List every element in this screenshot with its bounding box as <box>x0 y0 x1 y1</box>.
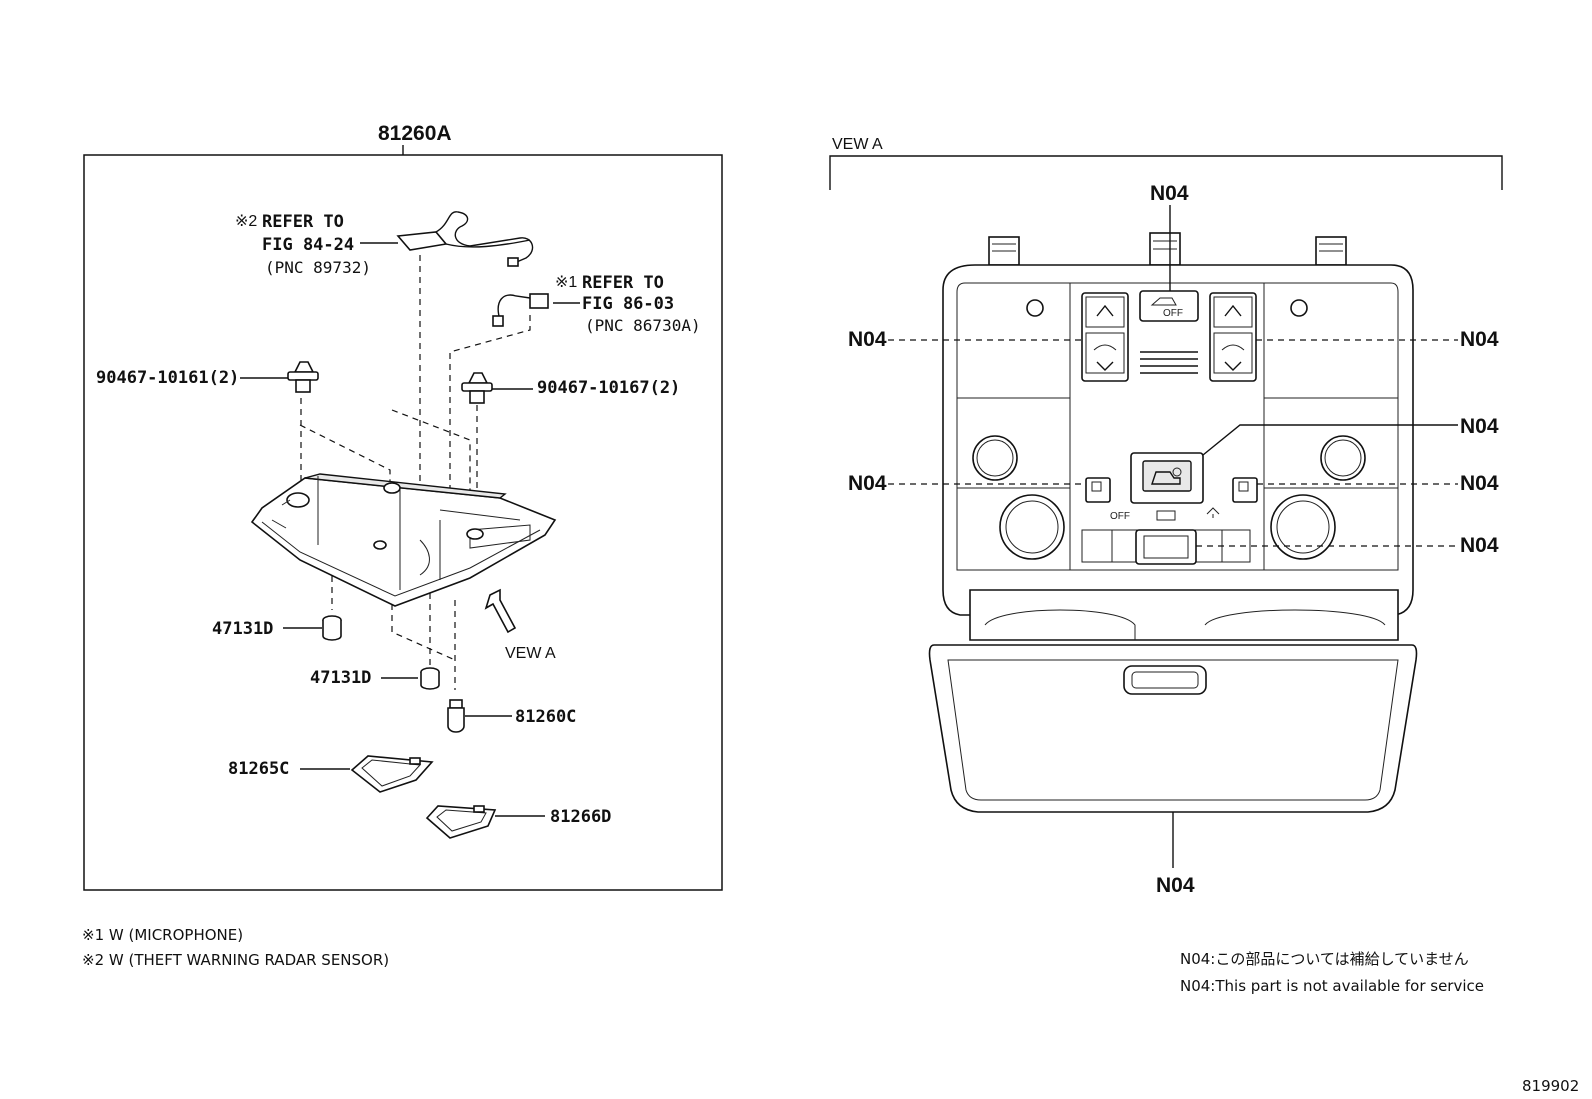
lens-2 <box>425 805 497 839</box>
view-a-panel: VEW A <box>829 136 1503 897</box>
n04-top: N04 <box>1150 182 1189 205</box>
n04-left-switch: N04 <box>848 328 887 351</box>
exploded-view-panel: 81260A ※2 REFER TO FIG 84-24 (PNC 89732)… <box>83 122 723 891</box>
microphone-harness <box>492 293 549 327</box>
clip-right-label: 90467-10167(2) <box>537 378 680 398</box>
n04-holder: N04 <box>1156 874 1195 897</box>
map-lamp-switch <box>1081 529 1251 565</box>
console-front <box>942 232 1414 616</box>
sunglass-holder <box>928 589 1418 813</box>
view-a-title: VEW A <box>832 136 883 153</box>
view-a-arrow-label: VEW A <box>505 645 556 662</box>
view-a-bracket <box>829 155 1503 190</box>
n04-indicator: N04 <box>1460 415 1499 438</box>
ref2-line2: FIG 84-24 <box>262 235 354 255</box>
view-a-arrow: VEW A <box>484 588 556 662</box>
cap-upper-label: 47131D <box>212 619 273 639</box>
sunroof-off-switch: OFF <box>1139 290 1199 322</box>
n04-callouts: N04 N04 N04 N04 N04 N04 N04 N04 <box>848 182 1499 897</box>
n04-left-led: N04 <box>848 472 887 495</box>
security-indicator <box>1130 452 1204 504</box>
n04-right-switch: N04 <box>1460 328 1499 351</box>
ref1-line1: REFER TO <box>582 273 664 293</box>
left-tilt-switch <box>1081 292 1129 382</box>
lens-1-label: 81265C <box>228 759 289 779</box>
cap-lower-label: 47131D <box>310 668 371 688</box>
clip-left-label: 90467-10161(2) <box>96 368 239 388</box>
radar-sensor-harness <box>396 211 534 267</box>
clip-left <box>287 361 319 393</box>
ref2-line1: REFER TO <box>262 212 344 232</box>
assembly-frame <box>83 154 723 891</box>
bulb-label: 81260C <box>515 707 576 727</box>
right-tilt-switch <box>1209 292 1257 382</box>
off-marking: OFF <box>1110 511 1130 522</box>
assembly-label: 81260A <box>378 122 452 145</box>
legend-en: N04:This part is not available for servi… <box>1180 977 1484 995</box>
lens-1 <box>350 755 434 793</box>
ref1-line3: (PNC 86730A) <box>585 316 701 335</box>
footnote-2: ※2 W (THEFT WARNING RADAR SENSOR) <box>82 951 389 969</box>
sunroof-off-text: OFF <box>1163 308 1183 319</box>
legend-jp: N04:この部品については補給していません <box>1180 950 1469 968</box>
lens-2-label: 81266D <box>550 807 611 827</box>
cap-lower <box>420 667 440 690</box>
speaker-grille <box>1140 351 1198 374</box>
n04-map-lamp: N04 <box>1460 534 1499 557</box>
right-led <box>1232 477 1258 503</box>
bulb <box>447 699 465 733</box>
left-led <box>1085 477 1111 503</box>
clip-right <box>461 372 493 404</box>
cap-upper <box>322 615 342 641</box>
ref2-mark: ※2 <box>235 213 257 230</box>
n04-right-led: N04 <box>1460 472 1499 495</box>
ref1-line2: FIG 86-03 <box>582 294 674 314</box>
overhead-console-housing <box>250 473 557 607</box>
ref1-mark: ※1 <box>555 274 577 291</box>
figure-id: 819902 <box>1522 1077 1579 1095</box>
footnote-1: ※1 W (MICROPHONE) <box>82 926 243 944</box>
ref2-line3: (PNC 89732) <box>265 258 371 277</box>
